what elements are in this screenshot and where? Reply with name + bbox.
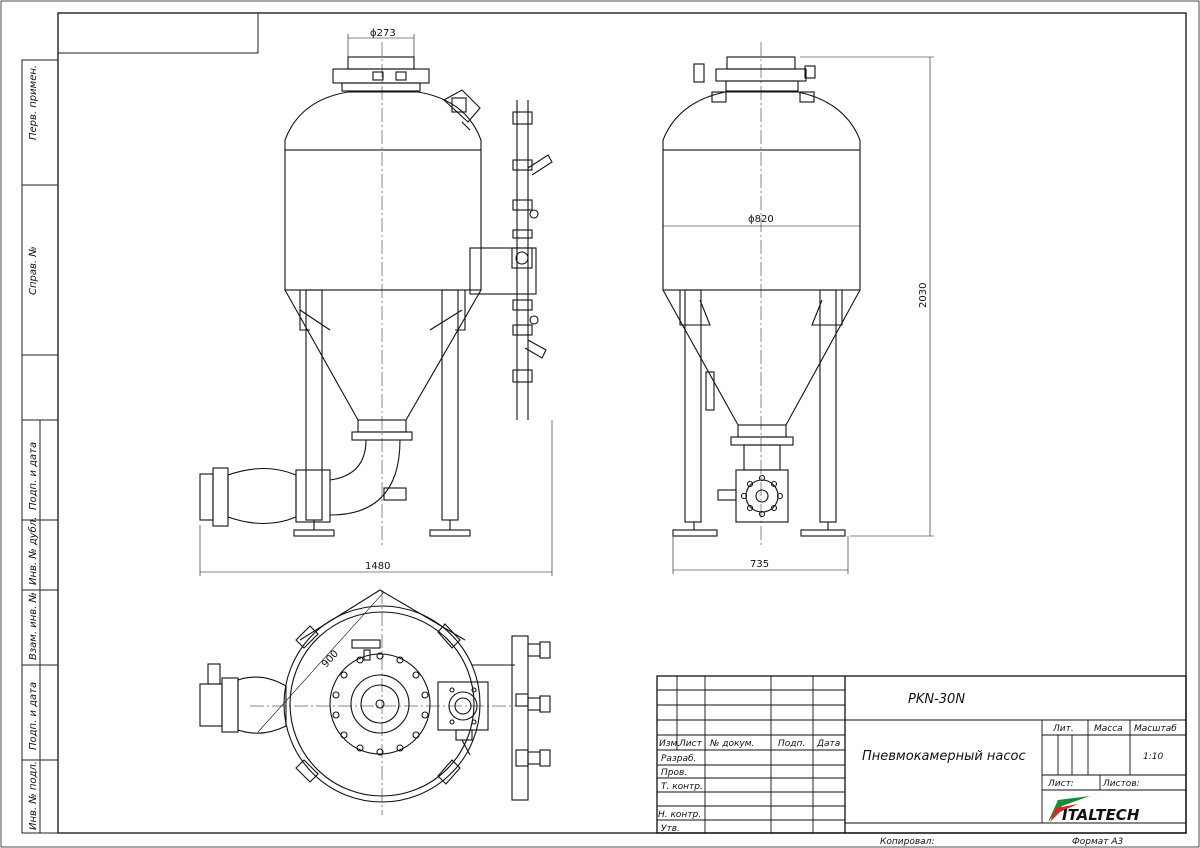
dim-body-diameter: ϕ820 xyxy=(748,214,774,225)
col-doc: № докум. xyxy=(709,739,754,749)
dim-side-width: 735 xyxy=(750,559,769,570)
col-data: Дата xyxy=(816,739,840,749)
label-podp-data-1: Подп. и дата xyxy=(28,442,39,510)
row-tkontr: Т. контр. xyxy=(661,782,703,792)
front-dimensions xyxy=(199,34,553,576)
label-podp-data-2: Подп. и дата xyxy=(28,682,39,750)
copied-label: Копировал: xyxy=(880,837,934,847)
company-logo: ITALTECH xyxy=(1048,796,1140,824)
row-razrab: Разраб. xyxy=(661,754,696,764)
label-sprav-no: Справ. № xyxy=(28,246,39,295)
company-name: ITALTECH xyxy=(1062,806,1140,824)
side-view xyxy=(662,42,861,548)
lit-header: Лит. xyxy=(1052,724,1074,734)
sheet-label: Лист: xyxy=(1047,779,1074,789)
side-labels: Перв. примен. Справ. № Подп. и дата Инв.… xyxy=(27,65,39,830)
plan-view xyxy=(199,589,551,815)
col-list: Лист xyxy=(678,739,703,749)
dim-height: 2030 xyxy=(918,283,929,308)
sheets-label: Листов: xyxy=(1102,779,1140,789)
row-nkontr: Н. контр. xyxy=(658,810,701,820)
logo-mark-icon xyxy=(1048,796,1090,822)
format-label: Формат А3 xyxy=(1072,837,1124,847)
label-perv-primen: Перв. примен. xyxy=(28,65,39,140)
front-view xyxy=(199,42,553,548)
col-podp: Подп. xyxy=(778,739,805,749)
col-izm: Изм. xyxy=(659,739,680,749)
massa-header: Масса xyxy=(1094,724,1123,734)
plan-dimension xyxy=(257,591,385,733)
label-inv-podl: Инв. № подл. xyxy=(28,761,39,830)
label-inv-dubl: Инв. № дубл. xyxy=(27,517,39,585)
product-name: Пневмокамерный насос xyxy=(862,749,1026,764)
dim-top-flange: ϕ273 xyxy=(370,28,396,39)
row-prov: Пров. xyxy=(661,768,687,778)
designation: PKN-30N xyxy=(908,692,965,707)
dim-front-width: 1480 xyxy=(365,561,390,572)
title-block xyxy=(656,675,1187,834)
side-dimensions xyxy=(663,56,934,574)
scale-value: 1:10 xyxy=(1143,752,1163,762)
dim-plan-diameter: 900 xyxy=(320,648,341,670)
label-vzam-inv: Взам. инв. № xyxy=(28,592,39,660)
masshtab-header: Масштаб xyxy=(1134,724,1177,734)
row-utv: Утв. xyxy=(661,824,680,834)
